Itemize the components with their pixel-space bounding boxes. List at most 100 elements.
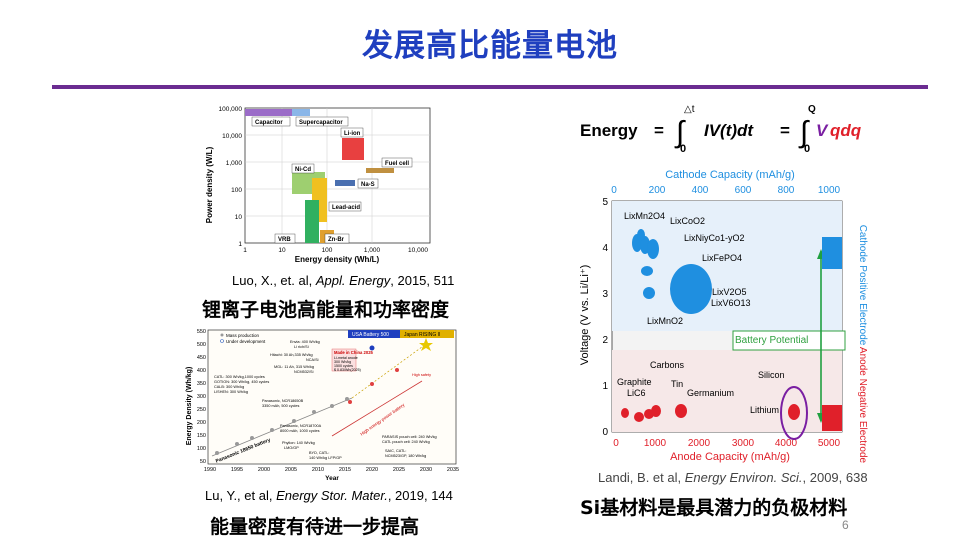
integrand-power: IV(t)dt [704,121,754,140]
energy-equation: Energy = ∫ △t 0 IV(t)dt = ∫ Q 0 V qdq [580,104,862,155]
legend-mass-production: Mass production [226,333,260,338]
usa-badge-label: USA Battery 500 [352,332,389,338]
anode-label: Tin [671,379,683,389]
cathode-electrode-label: Cathode Positive Electrode [857,225,868,346]
equation-lhs: Energy [580,121,638,140]
integral-upper-limit: Q [808,104,816,115]
japan-target-star [419,338,433,351]
japan-badge-label: Japan RISING II [404,332,440,338]
region-capacitor [245,109,292,116]
region-li-ion [342,138,364,160]
voltage-tick: 1 [602,381,608,392]
annotation: Phylion: 140 Wh/kg [282,441,315,445]
ragone-yaxis-label: Power density (W/L) [205,146,214,223]
anode-tick: 1000 [644,438,667,449]
ragone-ytick: 10,000 [222,133,242,140]
electrode-citation: Landi, B. et al, Energy Environ. Sci., 2… [598,470,868,485]
china-spec: $ 0.83/Wh(2025) [334,368,361,372]
annotation: NCM523/GP, 180 Wh/kg [385,454,426,458]
usa-target-point [369,345,375,351]
cathode-tick: 1000 [818,185,841,196]
annotation: CATL pouch cell: 240 Wh/kg [382,440,430,444]
annotation: 140 Wh/kg LFP/GP [309,456,342,460]
cathode-label: LixCoO2 [670,216,705,226]
region-label: Na-S [361,182,375,188]
timeline-ytick: 350 [197,381,206,387]
timeline-xtick: 2030 [420,467,432,473]
anode-label: Graphite [617,377,652,387]
annotation: Li rich/Si [294,345,309,349]
slide-title: 发展高比能量电池 [362,28,618,64]
timeline-ytick: 50 [200,459,206,465]
timeline-xtick: 2010 [312,467,324,473]
ragone-heading: 锂离子电池高能量和功率密度 [202,299,450,321]
legend-under-development: Under development [226,339,266,344]
timeline-heading: 能量密度有待进一步提高 [210,516,420,538]
annotation: CATL: 300 Wh/kg,1000 cycles [214,375,265,379]
timeline-ytick: 550 [197,329,206,335]
anode-potential-band [822,405,842,431]
timeline-xtick: 2035 [447,467,459,473]
region-label: Lead-acid [332,205,360,211]
timeline-ytick: 500 [197,342,206,348]
china-targets [348,368,399,404]
annotation: High safety [412,373,431,377]
ragone-plot: Power density (W/L) 100,000 10,000 1,000… [205,106,431,264]
annotation: Panasonic, NCR18700A [280,424,322,428]
anode-label: Lithium [750,405,779,415]
voltage-tick: 2 [602,335,608,346]
anode-label: Germanium [687,388,734,398]
ragone-xaxis-label: Energy density (Wh/L) [295,255,380,264]
anode-electrode-label: Anode Negative Electrode [857,347,868,464]
timeline-yaxis-label: Energy Density (Wh/kg) [186,367,193,446]
mass-production-points [215,397,349,455]
china-spec: 300 Wh/kg [334,360,351,364]
annotation: Envia: 400 Wh/kg [290,340,320,344]
region-supercapacitor [292,109,310,116]
anode-label: Carbons [650,360,685,370]
annotation: Hitachi: 30 Ah,335 Wh/kg [270,353,313,357]
region-label: Capacitor [255,120,283,126]
ragone-ytick: 1 [238,241,242,248]
cathode-label: LixNiyCo1-yO2 [684,233,745,243]
region-label: Supercapacitor [299,120,343,126]
annotation: Panasonic, NCR18650B [262,399,304,403]
integral-sign: ∫ [674,116,686,149]
integral-sign: ∫ [798,116,810,149]
ragone-xtick: 100 [322,247,333,254]
cathode-label: LixMn2O4 [624,211,665,221]
ragone-ytick: 1,000 [226,160,243,167]
china-target-box [331,348,357,372]
energy-density-timeline: Energy Density (Wh/kg) 550 500 450 400 3… [186,329,459,482]
anode-tick: 2000 [688,438,711,449]
equation-equals: = [780,121,790,140]
usa-badge [348,330,400,338]
cathode-tick: 600 [735,185,752,196]
region-label: Ni-Cd [295,167,311,173]
anode-tick: 0 [613,438,619,449]
ragone-xtick: 1 [243,247,247,254]
anode-materials [621,404,800,422]
silicon-highlight-circle [780,386,808,440]
anode-tick: 3000 [732,438,755,449]
annotation: LMO/GP [284,446,299,450]
timeline-ytick: 100 [197,446,206,452]
cathode-tick: 0 [611,185,617,196]
cathode-label: LixMnO2 [647,316,683,326]
ragone-ytick: 100,000 [219,106,243,113]
region-label: Fuel cell [385,161,409,167]
anode-tick: 4000 [775,438,798,449]
annotation: NCA/Si [306,358,319,362]
timeline-ytick: 150 [197,433,206,439]
cathode-label: LixFePO4 [702,253,742,263]
timeline-xtick: 2005 [285,467,297,473]
voltage-tick: 3 [602,289,608,300]
timeline-xtick: 1990 [204,467,216,473]
timeline-xtick: 2015 [339,467,351,473]
anode-axis-label: Anode Capacity (mAh/g) [670,451,790,463]
integral-lower-limit: 0 [804,143,810,155]
voltage-axis-label: Voltage (V vs. Li/Li⁺) [579,265,591,366]
timeline-ytick: 450 [197,355,206,361]
timeline-ytick: 250 [197,407,206,413]
page-number: 6 [842,518,849,532]
